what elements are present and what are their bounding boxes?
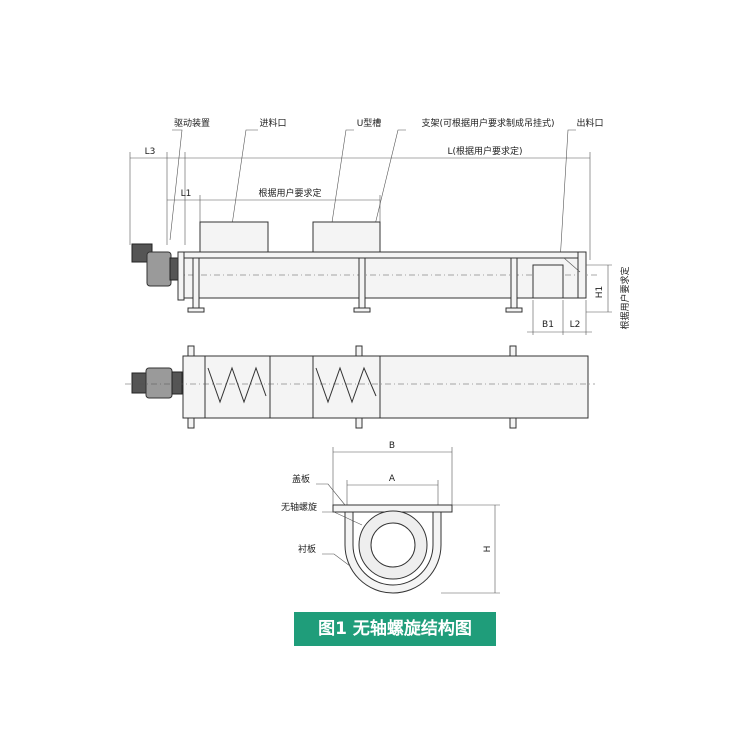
top-coupling <box>171 371 183 395</box>
leader-inlet <box>231 129 258 226</box>
inlet-box-2 <box>312 221 381 253</box>
inlet-box-1 <box>199 221 269 253</box>
leader-cover <box>316 483 346 506</box>
top-motor <box>131 372 147 394</box>
support-1 <box>192 257 200 311</box>
leader-support <box>365 129 406 263</box>
top-bracket-4 <box>355 417 363 429</box>
top-inlet-end <box>182 355 206 419</box>
dim-l3: L3 <box>145 147 156 157</box>
figure-caption: 图1 无轴螺旋结构图 <box>318 619 472 639</box>
top-bracket-6 <box>509 417 517 429</box>
cross-section: B A H 盖板 无轴螺旋 衬板 <box>281 441 500 594</box>
figure-caption-box: 图1 无轴螺旋结构图 <box>294 612 496 646</box>
leader-outlet <box>559 129 576 263</box>
top-gearbox <box>145 367 173 399</box>
leader-liner <box>322 553 351 567</box>
dim-a: A <box>389 474 396 484</box>
u-trough-shell <box>344 511 442 594</box>
support-2-foot <box>353 307 371 313</box>
top-middle-band <box>269 355 314 419</box>
gearbox <box>146 251 172 287</box>
support-2 <box>358 257 366 311</box>
top-view <box>125 345 595 429</box>
leader-trough <box>325 129 354 263</box>
dim-b: B <box>389 441 395 451</box>
label-support: 支架(可根据用户要求制成吊挂式) <box>421 117 554 129</box>
label-drive: 驱动装置 <box>174 117 210 129</box>
dim-b1: B1 <box>542 320 554 330</box>
top-bracket-5 <box>509 345 517 357</box>
support-1-foot <box>187 307 205 313</box>
side-view: L3 L(根据用户要求定) L1 根据用户要求定 驱动装置 进料口 U型槽 支架… <box>129 117 631 335</box>
dim-l1: L1 <box>181 189 192 199</box>
dim-l: L(根据用户要求定) <box>447 145 522 157</box>
dim-inlet-span: 根据用户要求定 <box>258 187 321 199</box>
dim-l2: L2 <box>570 320 581 330</box>
label-inlet: 进料口 <box>259 117 286 129</box>
top-closed-section <box>379 355 589 419</box>
label-cover: 盖板 <box>292 473 310 485</box>
drive-flange <box>177 251 185 301</box>
spiral-section-2 <box>315 366 377 404</box>
top-bracket-2 <box>187 417 195 429</box>
support-3-foot <box>505 307 523 313</box>
dim-h: H <box>483 546 493 553</box>
top-bracket-3 <box>355 345 363 357</box>
dim-h1-note: 根据用户要求定 <box>619 266 631 329</box>
outlet-box <box>532 264 564 299</box>
label-liner: 衬板 <box>298 543 316 555</box>
spiral-hollow-core <box>370 522 416 568</box>
support-3 <box>510 257 518 311</box>
leader-spiral <box>322 511 363 526</box>
label-outlet: 出料口 <box>576 117 603 129</box>
spiral-section-1 <box>207 366 267 404</box>
dim-h1: H1 <box>595 286 605 299</box>
label-trough: U型槽 <box>357 117 382 129</box>
top-bracket-1 <box>187 345 195 357</box>
outlet-hatch <box>563 257 581 273</box>
leader-drive <box>169 129 183 241</box>
outlet-end-plate <box>577 251 587 299</box>
label-spiral: 无轴螺旋 <box>281 501 317 513</box>
